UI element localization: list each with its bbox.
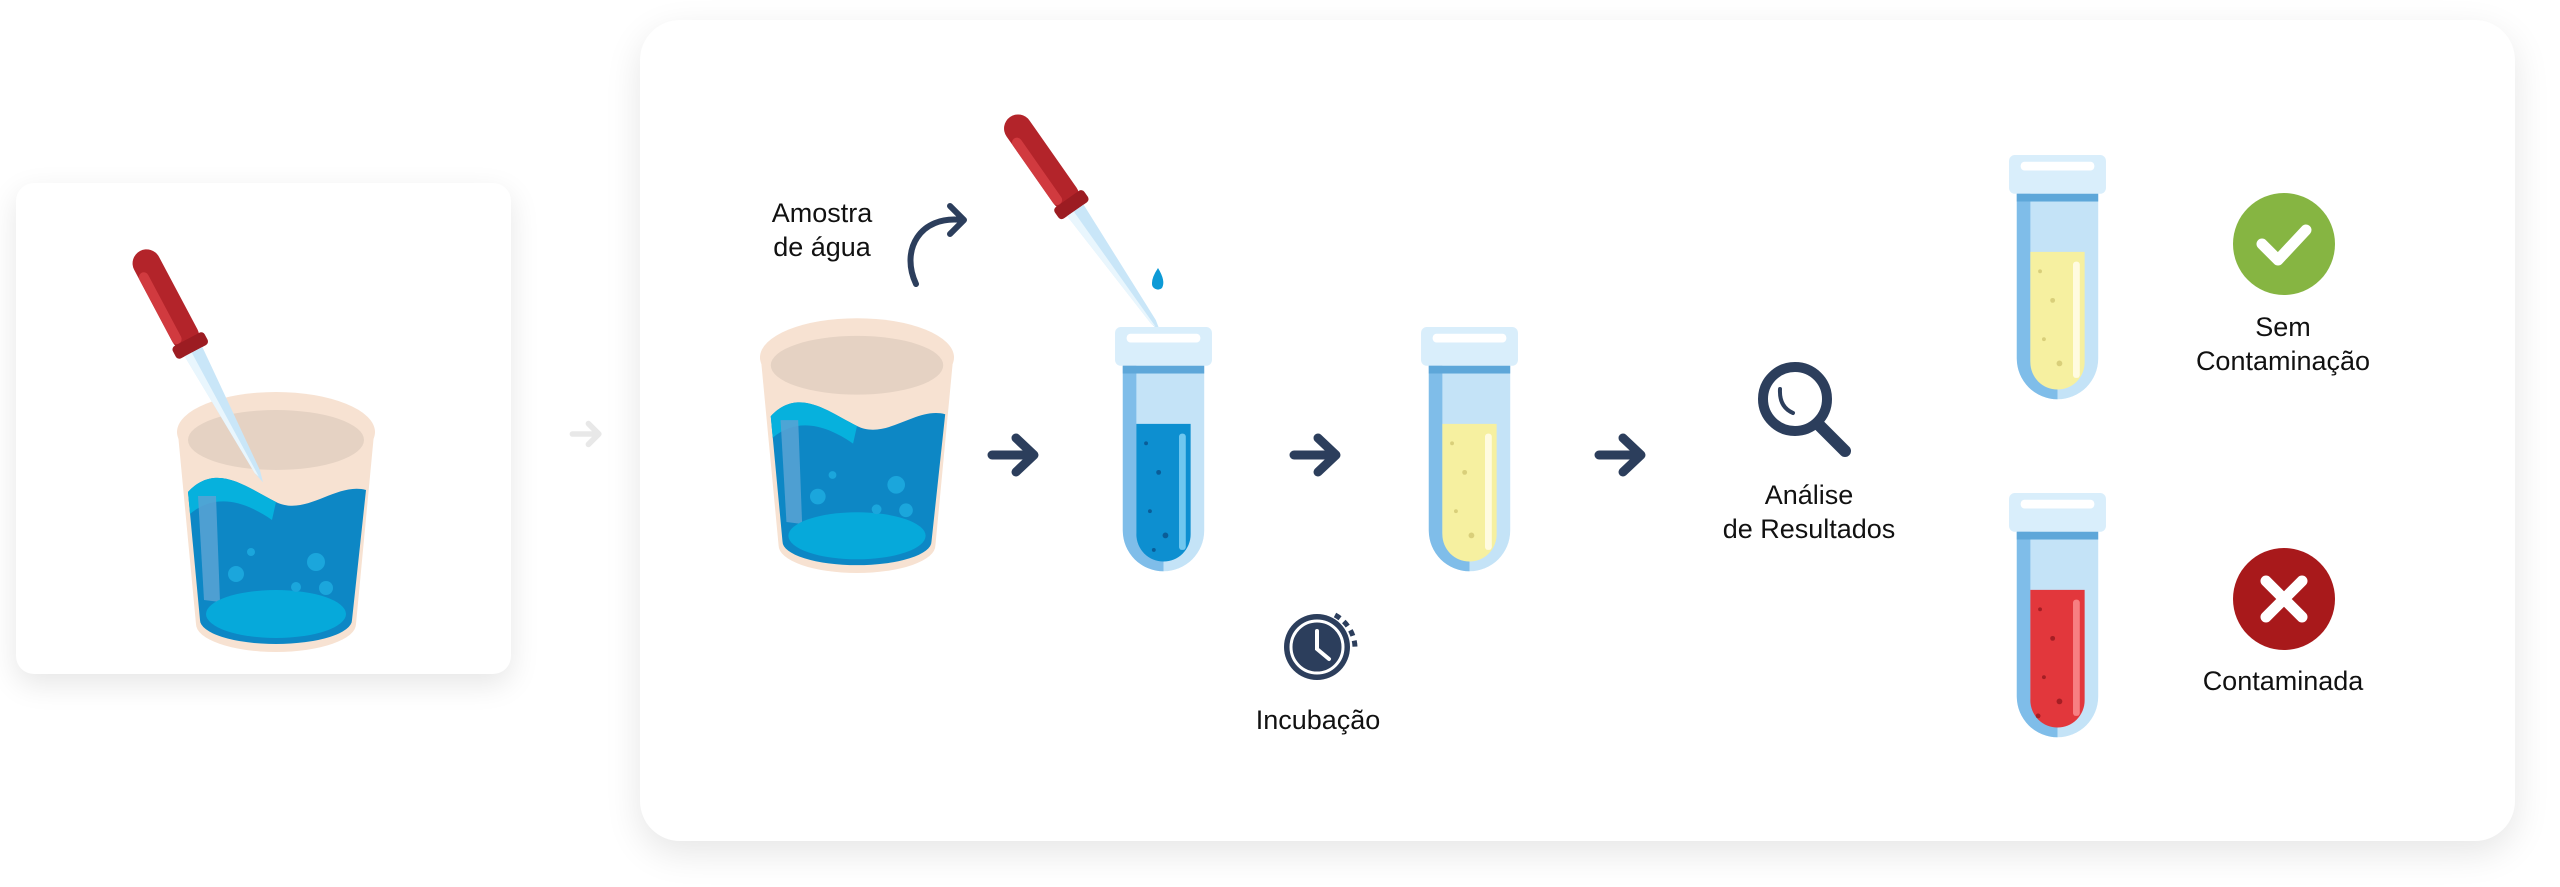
dropper-icon xyxy=(124,242,279,491)
next-arrow-icon xyxy=(569,420,602,448)
water-glass-illustration xyxy=(759,318,955,573)
check-circle-icon xyxy=(2233,193,2335,295)
dropper-icon xyxy=(995,106,1176,342)
negative-label-line2: Contaminação xyxy=(2195,346,2371,376)
arrow-right-icon xyxy=(988,430,1038,480)
x-circle-icon xyxy=(2233,548,2335,650)
test-tube-positive xyxy=(2009,493,2106,738)
sample-label: Amostra de água xyxy=(752,196,892,264)
sample-label-line1: Amostra xyxy=(771,198,873,228)
negative-result-label: Sem Contaminação xyxy=(2153,310,2413,378)
negative-label-line1: Sem xyxy=(2255,312,2311,342)
positive-result-label: Contaminada xyxy=(2202,666,2364,696)
arrow-right-icon xyxy=(1290,430,1340,480)
sample-label-line2: de água xyxy=(773,232,871,262)
analysis-label-line1: Análise xyxy=(1764,480,1854,510)
clock-icon xyxy=(1284,612,1358,680)
curved-arrow-icon xyxy=(907,203,967,287)
analysis-label: Análise de Resultados xyxy=(1689,478,1929,546)
magnifier-icon xyxy=(1758,362,1851,457)
incubation-label: Incubação xyxy=(1255,705,1381,735)
analysis-label-line2: de Resultados xyxy=(1722,514,1896,544)
process-card xyxy=(640,20,2515,841)
test-tube-negative xyxy=(2009,155,2106,400)
arrow-right-icon xyxy=(1595,430,1645,480)
test-tube-incubated xyxy=(1421,327,1518,572)
test-tube-water xyxy=(1115,327,1212,572)
